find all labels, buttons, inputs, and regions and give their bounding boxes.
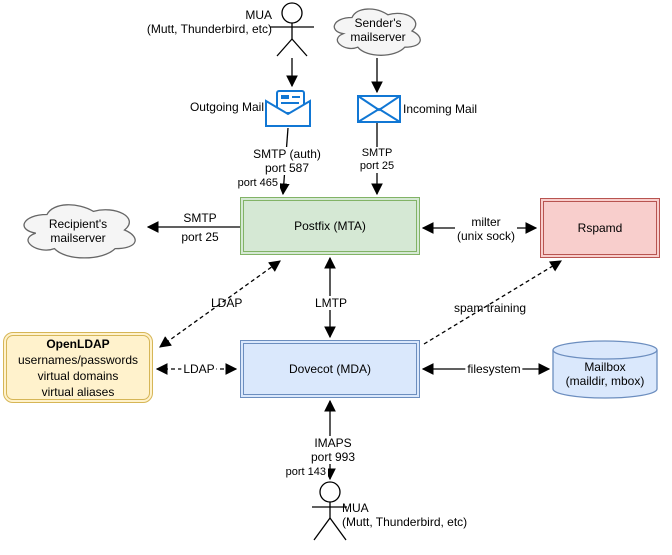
user-icon-top [270,2,314,57]
rspamd-node: Rspamd [540,198,660,258]
incoming-mail-label: Incoming Mail [403,102,478,116]
mailbox-cylinder [552,340,658,399]
openldap-line: virtual domains [37,368,119,383]
openldap-title: OpenLDAP [46,336,110,351]
mua-bottom-label: MUA (Mutt, Thunderbird, etc) [342,501,468,529]
port-465-label: port 465 [228,177,280,190]
recipient-cloud-shape [23,204,136,259]
milter-label: milter (unix sock) [454,215,518,243]
outgoing-mail-label: Outgoing Mail [189,100,264,114]
mua-top-label: MUA (Mutt, Thunderbird, etc) [146,8,272,36]
smtp-outgoing-label-line2: port 25 [181,230,219,244]
recipient-cloud-label: Recipient's mailserver [48,217,108,245]
postfix-label: Postfix (MTA) [294,219,366,233]
smtp-auth-label: SMTP (auth) port 587 [251,147,323,175]
sender-cloud-label: Sender's mailserver [350,16,406,44]
arrow-ldap-postfix [159,260,281,348]
sender-cloud-shape [333,8,421,56]
ldap-dovecot-label: LDAP [181,362,217,376]
port-143-label: port 143 [276,466,328,479]
smtp-incoming-label: SMTP port 25 [357,147,397,173]
postfix-node: Postfix (MTA) [240,197,420,255]
openldap-line: usernames/passwords [17,352,139,367]
smtp-outgoing-label-line1: SMTP [183,211,217,225]
arrow-spam-training [423,260,563,345]
dovecot-node: Dovecot (MDA) [240,340,420,398]
imaps-label: IMAPS port 993 [308,436,358,464]
filesystem-label: filesystem [465,362,523,376]
mailbox-label: Mailbox (maildir, mbox) [565,360,645,388]
user-icon-bottom [312,481,347,541]
rspamd-label: Rspamd [577,221,623,235]
incoming-mail-icon [357,95,401,123]
spam-training-label: spam training [454,301,527,315]
openldap-node: OpenLDAP usernames/passwords virtual dom… [3,332,153,403]
outgoing-mail-icon [265,90,311,127]
dovecot-label: Dovecot (MDA) [288,362,371,376]
ldap-postfix-label: LDAP [211,296,243,310]
lmtp-label: LMTP [312,296,350,310]
openldap-line: virtual aliases [41,384,115,399]
